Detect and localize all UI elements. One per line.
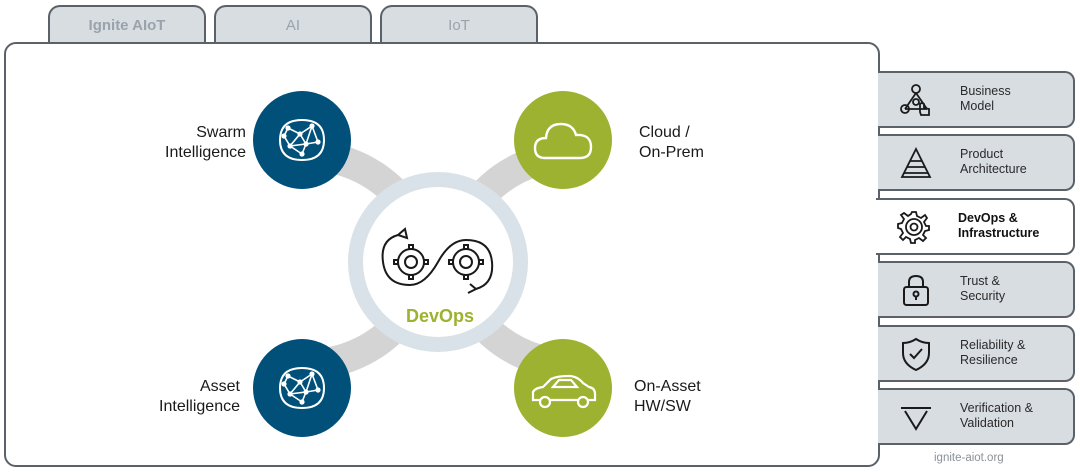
sidebar-item-trust-security[interactable]: Trust & Security	[878, 261, 1075, 318]
sidebar-item-verification-validation[interactable]: Verification & Validation	[878, 388, 1075, 445]
lock-icon	[903, 274, 929, 306]
tab-ignite-aiot[interactable]: Ignite AIoT	[48, 5, 206, 49]
neural-network-icon	[278, 366, 326, 410]
tab-ai[interactable]: AI	[214, 5, 372, 49]
shield-check-icon	[902, 337, 930, 372]
node-cloud-circle	[514, 91, 612, 189]
sidebar-item-product-architecture[interactable]: Product Architecture	[878, 134, 1075, 191]
sidebar-item-label: Trust & Security	[960, 274, 1006, 303]
sidebar-item-reliability-resilience[interactable]: Reliability & Resilience	[878, 325, 1075, 382]
node-asset-circle	[253, 339, 351, 437]
node-label-asset: Asset Intelligence	[159, 378, 240, 415]
funnel-icon	[901, 407, 931, 431]
sidebar-item-devops-infrastructure[interactable]: DevOps & Infrastructure	[876, 198, 1075, 255]
sidebar-item-label: DevOps & Infrastructure	[958, 211, 1040, 240]
tab-iot[interactable]: IoT	[380, 5, 538, 49]
gears-cycle-icon	[381, 227, 494, 294]
devops-diagram	[253, 91, 612, 437]
car-icon	[531, 374, 597, 409]
gear-icon	[897, 211, 930, 244]
node-label-cloud: Cloud / On-Prem	[639, 124, 704, 161]
node-label-swarm: Swarm Intelligence	[165, 124, 246, 161]
sidebar-item-label: Business Model	[960, 84, 1011, 113]
pyramid-icon	[900, 146, 932, 178]
neural-network-icon	[278, 118, 326, 162]
sidebar-item-business-model[interactable]: Business Model	[878, 71, 1075, 128]
business-model-icon	[900, 84, 930, 116]
node-label-onasset: On-Asset HW/SW	[634, 378, 701, 415]
sidebar-item-label: Reliability & Resilience	[960, 338, 1026, 367]
cloud-icon	[533, 122, 593, 160]
sidebar-item-label: Product Architecture	[960, 147, 1027, 176]
sidebar-item-label: Verification & Validation	[960, 401, 1033, 430]
node-swarm-circle	[253, 91, 351, 189]
center-label: DevOps	[405, 306, 475, 326]
footer-url[interactable]: ignite-aiot.org	[934, 452, 1004, 464]
